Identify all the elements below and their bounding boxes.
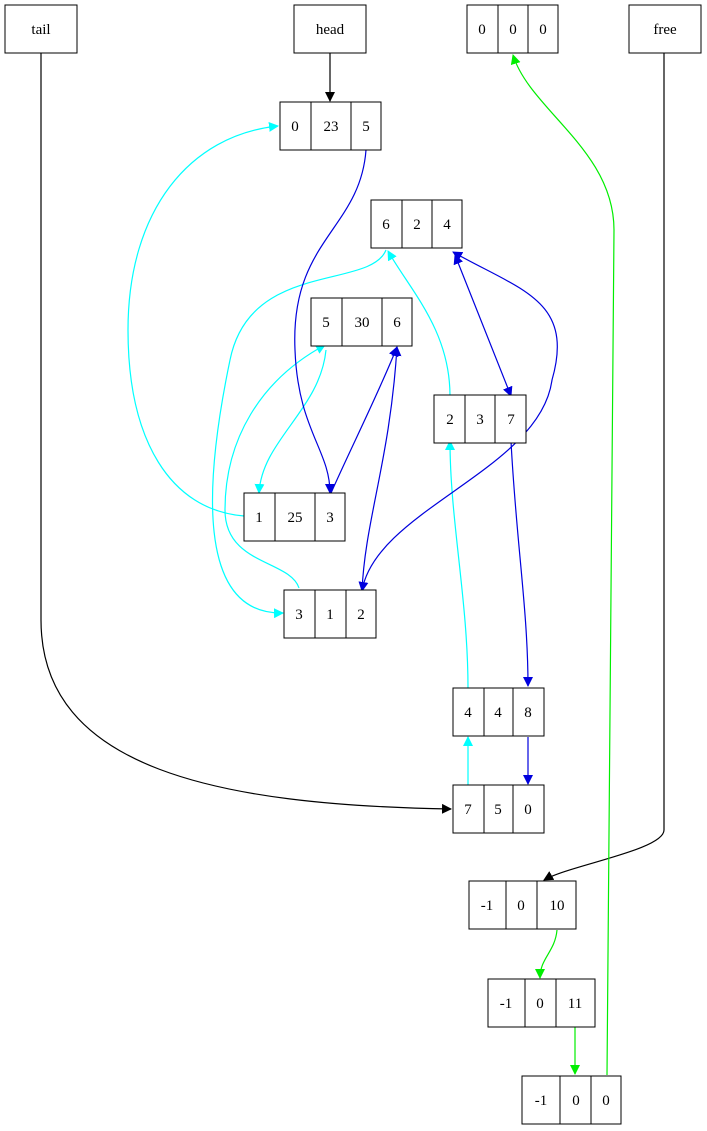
svg-text:0: 0 bbox=[517, 898, 525, 914]
svg-text:6: 6 bbox=[382, 217, 390, 233]
svg-text:5: 5 bbox=[362, 119, 370, 135]
svg-text:11: 11 bbox=[568, 996, 582, 1012]
svg-text:2: 2 bbox=[357, 607, 365, 623]
node-237: 2 3 7 bbox=[433, 394, 527, 444]
node-312: 3 1 2 bbox=[283, 589, 377, 639]
svg-text:8: 8 bbox=[524, 705, 532, 721]
svg-text:free: free bbox=[653, 22, 677, 38]
node-448: 4 4 8 bbox=[452, 687, 545, 737]
svg-text:-1: -1 bbox=[500, 996, 513, 1012]
svg-text:5: 5 bbox=[494, 802, 502, 818]
svg-text:tail: tail bbox=[31, 22, 50, 38]
edge-free-to-f1 bbox=[543, 53, 665, 881]
svg-text:2: 2 bbox=[446, 412, 454, 428]
svg-text:2: 2 bbox=[413, 217, 421, 233]
edge-624-to-312-next bbox=[358, 251, 558, 592]
node-free-2: -1 0 11 bbox=[487, 978, 596, 1028]
svg-text:0: 0 bbox=[602, 1093, 610, 1109]
edge-237-to-448 bbox=[510, 440, 533, 687]
svg-text:7: 7 bbox=[464, 802, 472, 818]
node-5306: 5 30 6 bbox=[310, 297, 413, 347]
edges bbox=[40, 53, 665, 1076]
node-free-1: -1 0 10 bbox=[468, 880, 577, 930]
svg-text:4: 4 bbox=[494, 705, 502, 721]
svg-text:25: 25 bbox=[288, 510, 303, 526]
edge-312-to-5306 bbox=[224, 344, 326, 589]
edge-head-to-1253 bbox=[294, 149, 367, 494]
label-free: free bbox=[628, 4, 702, 54]
svg-text:3: 3 bbox=[476, 412, 484, 428]
svg-text:30: 30 bbox=[355, 315, 370, 331]
svg-text:5: 5 bbox=[322, 315, 330, 331]
edge-624-to-237 bbox=[453, 254, 513, 397]
edge-f3-to-top bbox=[510, 54, 615, 1076]
svg-text:10: 10 bbox=[550, 898, 565, 914]
label-head: head bbox=[293, 4, 367, 54]
node-head: 0 23 5 bbox=[279, 101, 382, 151]
node-free-3: -1 0 0 bbox=[521, 1075, 622, 1125]
svg-text:4: 4 bbox=[443, 217, 451, 233]
svg-text:0: 0 bbox=[509, 22, 517, 38]
node-top: 0 0 0 bbox=[466, 4, 559, 54]
svg-text:-1: -1 bbox=[481, 898, 494, 914]
svg-text:0: 0 bbox=[539, 22, 547, 38]
node-1253: 1 25 3 bbox=[243, 492, 346, 542]
edge-f1-to-f2 bbox=[535, 929, 558, 979]
edge-1253-to-5306 bbox=[330, 346, 399, 494]
svg-text:3: 3 bbox=[295, 607, 303, 623]
svg-text:head: head bbox=[316, 22, 345, 38]
svg-text:23: 23 bbox=[324, 119, 339, 135]
label-tail: tail bbox=[4, 4, 78, 54]
svg-text:-1: -1 bbox=[535, 1093, 548, 1109]
svg-text:1: 1 bbox=[255, 510, 263, 526]
svg-text:0: 0 bbox=[536, 996, 544, 1012]
svg-text:7: 7 bbox=[507, 412, 515, 428]
svg-text:1: 1 bbox=[326, 607, 334, 623]
svg-text:0: 0 bbox=[572, 1093, 580, 1109]
svg-text:4: 4 bbox=[464, 705, 472, 721]
edge-1253-to-head bbox=[127, 121, 279, 517]
node-750: 7 5 0 bbox=[452, 784, 545, 834]
node-624: 6 2 4 bbox=[370, 199, 463, 249]
edge-624-to-312 bbox=[211, 249, 387, 619]
svg-text:0: 0 bbox=[478, 22, 486, 38]
svg-text:6: 6 bbox=[393, 315, 401, 331]
svg-text:0: 0 bbox=[291, 119, 299, 135]
edge-448-to-237 bbox=[445, 440, 469, 689]
svg-text:3: 3 bbox=[326, 510, 334, 526]
edge-5306-to-1253 bbox=[254, 349, 327, 494]
edge-tail-to-750 bbox=[40, 53, 452, 814]
svg-text:0: 0 bbox=[524, 802, 532, 818]
